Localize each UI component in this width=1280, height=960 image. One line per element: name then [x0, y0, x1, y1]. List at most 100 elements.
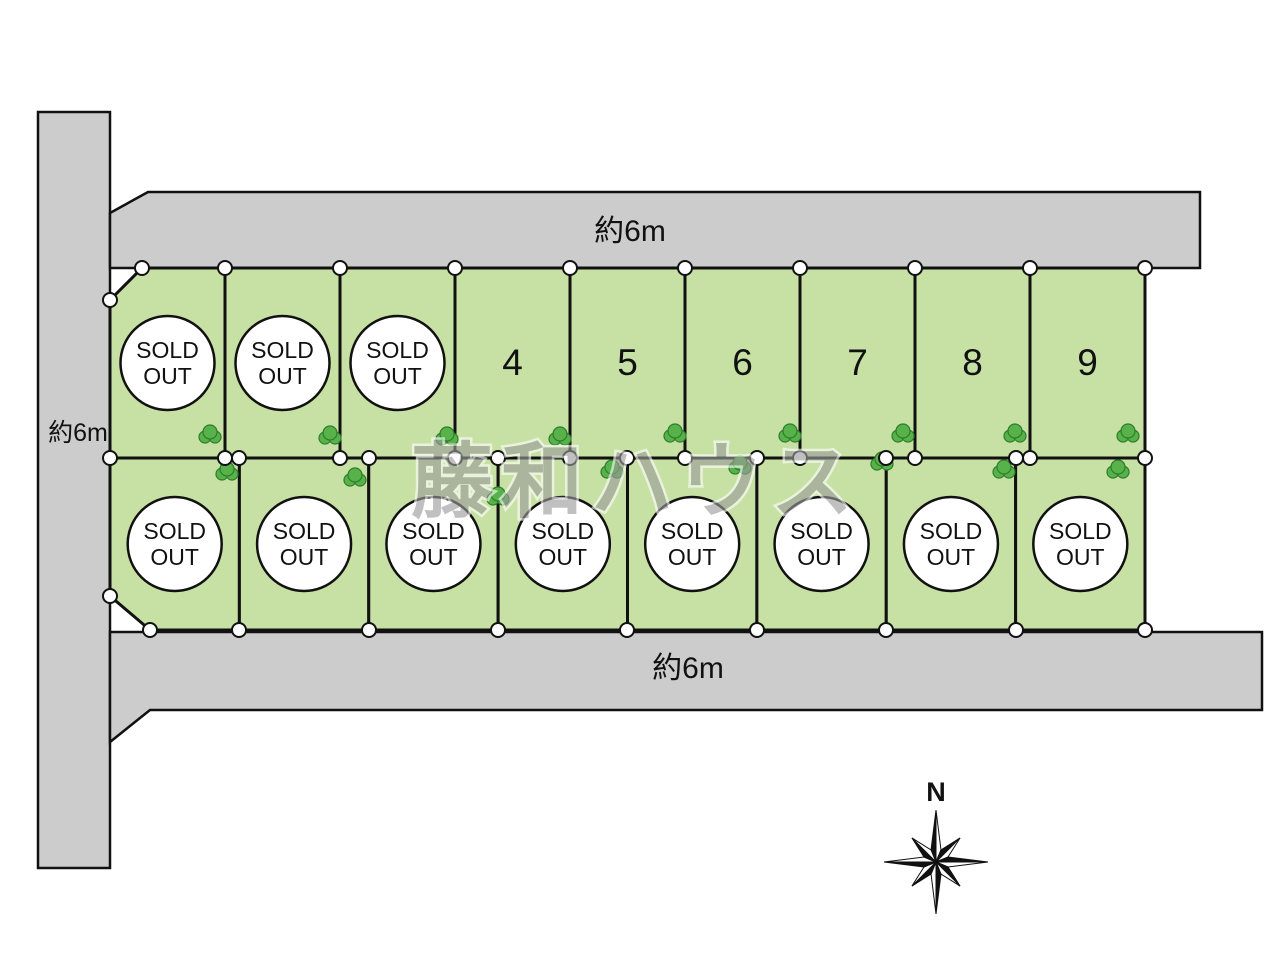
boundary-marker: [142, 622, 158, 638]
sold-out-text-line2: OUT: [797, 544, 846, 570]
road-bottom: [108, 630, 1264, 745]
sold-out-text-line2: OUT: [150, 544, 199, 570]
boundary-marker: [907, 450, 923, 466]
boundary-marker: [878, 622, 894, 638]
sold-out-text-line2: OUT: [668, 544, 717, 570]
sold-out-text-line2: OUT: [373, 363, 422, 389]
tree-icon: [1106, 459, 1130, 479]
boundary-marker: [134, 260, 150, 276]
boundary-marker: [217, 450, 233, 466]
boundary-marker: [1137, 450, 1153, 466]
boundary-marker: [1008, 622, 1024, 638]
sold-out-badge: [119, 314, 216, 412]
compass-rose-icon: [883, 809, 989, 915]
tree-icon: [318, 425, 342, 445]
sold-out-text-line1: SOLD: [1049, 518, 1112, 544]
boundary-marker: [907, 260, 923, 276]
sold-out-text-line2: OUT: [258, 363, 307, 389]
boundary-marker: [1137, 260, 1153, 276]
tree-icon: [778, 423, 802, 443]
sold-out-text-line1: SOLD: [402, 518, 465, 544]
sold-out-badge: [773, 495, 870, 593]
markers-layer: [102, 260, 1153, 638]
boundary-marker: [562, 260, 578, 276]
tree-icon: [992, 459, 1016, 479]
boundary-marker: [792, 450, 808, 466]
sold-out-badge: [349, 314, 446, 412]
boundary-marker: [1008, 450, 1024, 466]
tree-icon: [198, 424, 222, 444]
boundary-marker: [332, 450, 348, 466]
trees-layer: [198, 423, 1140, 506]
tree-icon: [1003, 423, 1027, 443]
boundary-marker: [231, 450, 247, 466]
sold-out-badge: [1032, 495, 1129, 593]
sold-out-text-line2: OUT: [927, 544, 976, 570]
sold-out-text-line1: SOLD: [143, 518, 206, 544]
boundary-marker: [361, 622, 377, 638]
boundary-marker: [1022, 260, 1038, 276]
boundary-marker: [677, 260, 693, 276]
sold-out-badge: [902, 495, 1000, 593]
boundary-marker: [447, 450, 463, 466]
boundary-marker: [1022, 450, 1038, 466]
boundary-marker: [562, 450, 578, 466]
sold-out-text-line1: SOLD: [790, 518, 853, 544]
boundary-marker: [1137, 622, 1153, 638]
boundary-marker: [619, 450, 635, 466]
plot-number: 6: [732, 342, 753, 383]
sold-out-badge: [514, 495, 612, 593]
tree-icon: [1116, 423, 1140, 443]
tree-icon: [891, 423, 915, 443]
sold-out-badge: [643, 495, 741, 593]
boundary-marker: [677, 450, 693, 466]
sold-out-badge: [255, 495, 353, 593]
boundary-marker: [231, 622, 247, 638]
sold-out-text-line1: SOLD: [366, 337, 429, 363]
plot-top_row-5: 5: [568, 266, 687, 460]
plot-number: 7: [847, 342, 868, 383]
boundary-marker: [361, 450, 377, 466]
sold-out-text-line1: SOLD: [661, 518, 724, 544]
tree-icon: [548, 426, 572, 446]
sold-out-badge: [385, 495, 482, 593]
tree-icon: [435, 426, 459, 446]
sold-out-text-line2: OUT: [143, 363, 192, 389]
watermark: 藤和ハウス: [411, 437, 861, 528]
plot-number: 5: [617, 342, 638, 383]
sold-out-text-line1: SOLD: [920, 518, 983, 544]
boundary-marker: [102, 450, 118, 466]
sold-out-text-line1: SOLD: [136, 337, 199, 363]
road-left-label: 約6m: [48, 419, 108, 447]
plot-top_row-6: 6: [683, 266, 802, 460]
sold-out-text-line2: OUT: [280, 544, 329, 570]
boundary-marker: [332, 260, 348, 276]
boundary-marker: [878, 450, 894, 466]
road-top-label: 約6m: [594, 215, 666, 248]
tree-icon: [600, 459, 624, 479]
sold-out-text-line1: SOLD: [251, 337, 314, 363]
tree-icon: [486, 486, 510, 506]
boundary-marker: [749, 622, 765, 638]
boundary-marker: [102, 588, 118, 604]
boundary-marker: [792, 260, 808, 276]
sold-out-text-line1: SOLD: [273, 518, 336, 544]
boundary-marker: [490, 622, 506, 638]
sold-out-badge: [126, 495, 223, 593]
boundary-marker: [447, 260, 463, 276]
tree-icon: [663, 423, 687, 443]
sold-out-badge: [234, 314, 331, 412]
road-bottom-label: 約6m: [652, 652, 724, 685]
boundary-marker: [490, 450, 506, 466]
